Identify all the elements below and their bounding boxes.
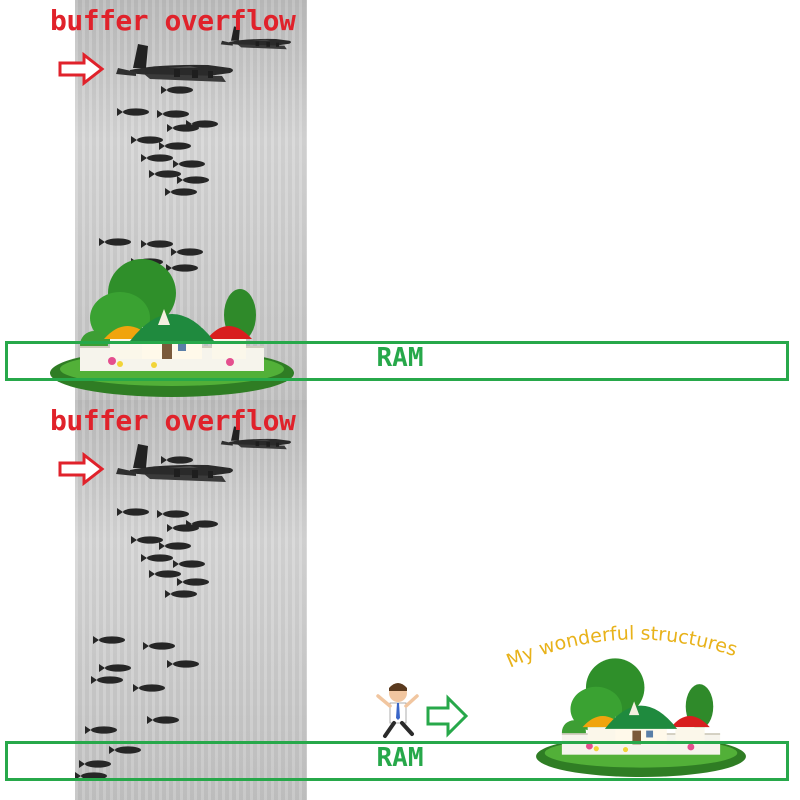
arrow-right-icon bbox=[58, 451, 105, 487]
ram-label: RAM bbox=[376, 343, 424, 373]
bomb-cluster bbox=[75, 456, 218, 780]
arrow-right-icon bbox=[426, 694, 469, 738]
ram-outline bbox=[5, 741, 789, 781]
panel-top: RAM buffer overflow bbox=[5, 0, 789, 400]
scene-art: My wonderful structures bbox=[58, 426, 747, 780]
ram-outline bbox=[5, 341, 789, 381]
buffer-overflow-label: buffer overflow bbox=[50, 404, 296, 437]
arrow-right-icon bbox=[58, 51, 105, 87]
bomber-aircraft-icon bbox=[116, 44, 233, 82]
buffer-overflow-label: buffer overflow bbox=[50, 4, 296, 37]
ram-label: RAM bbox=[376, 743, 424, 773]
scene-art bbox=[49, 26, 295, 398]
bomb-cluster bbox=[99, 86, 218, 272]
panel-bottom: My wonderful structures RAM buffer overf… bbox=[0, 400, 800, 800]
running-man-icon bbox=[376, 683, 419, 738]
